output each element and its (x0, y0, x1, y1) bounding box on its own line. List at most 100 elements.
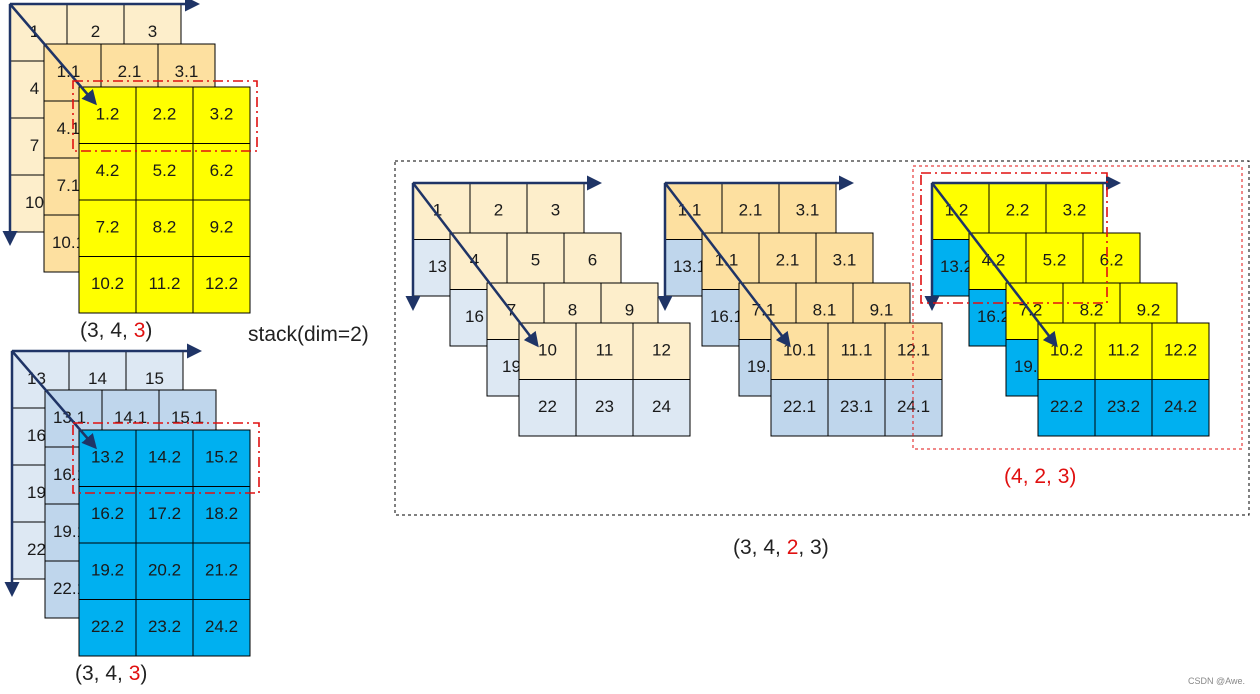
result-group-2-row0-cell (778, 182, 837, 240)
tensor-a-layer2-cell (192, 143, 251, 201)
result-group-3-row0-cell (1045, 182, 1104, 240)
tensor-a-layer2-cell (192, 86, 251, 144)
result-group-2-row0-text: 2.1 (739, 201, 763, 220)
tensor-b-layer2-text: 18.2 (205, 504, 238, 523)
result-group-3-row0-text: 3.2 (1063, 201, 1087, 220)
tensor-a-layer2-text: 6.2 (210, 161, 234, 180)
tensor-b-layer2-text: 17.2 (148, 504, 181, 523)
result-group-2-front-bottom-text: 22.1 (783, 397, 816, 416)
tensor-a-layer1-text: 2.1 (118, 62, 142, 81)
result-container-box (394, 160, 1250, 516)
group-3-outer-box (912, 165, 1243, 450)
tensor-a-layer2-cell (78, 256, 137, 314)
result-group-2-blue0-text: 13.1 (673, 257, 706, 276)
result-group-1-blue0-text: 13 (428, 257, 447, 276)
result-group-1-row1-cell (506, 232, 565, 290)
tensor-a-layer2-text: 5.2 (153, 161, 177, 180)
result-group-3-row1-text: 6.2 (1100, 251, 1124, 270)
operation-label: stack(dim=2) (248, 323, 369, 346)
tensor-a-layer1-text: 4.1 (57, 119, 81, 138)
result-group-1-front-bottom-text: 22 (538, 397, 557, 416)
tensor-b-layer2-text: 19.2 (91, 561, 124, 580)
result-group-3-blue0-text: 13.2 (940, 257, 973, 276)
result-group-2-blue1-text: 16.1 (710, 307, 743, 326)
result-group-1-row1-text: 4 (470, 251, 479, 270)
result-group-1-front-top-text: 10 (538, 341, 557, 360)
result-group-3-row1-cell (1082, 232, 1141, 290)
result-group-3-row0-cell (988, 182, 1047, 240)
result-group-1-row0-text: 3 (551, 201, 560, 220)
tensor-b-layer2-cell (192, 429, 251, 487)
result-group-3-front-bottom-cell (1151, 379, 1210, 437)
result-group-1-front-bottom-text: 24 (652, 397, 671, 416)
result-group-3-front-bottom-cell (1037, 379, 1096, 437)
tensor-a-layer2-text: 1.2 (96, 105, 120, 124)
tensor-b-layer0-text: 16 (27, 426, 46, 445)
result-group-1-front-top-text: 11 (596, 341, 614, 360)
result-group-2-row1-text: 2.1 (776, 251, 800, 270)
tensor-a-layer1-text: 10.1 (52, 233, 85, 252)
tensor-b-layer1-text: 16.1 (53, 465, 86, 484)
tensor-b-layer0-text: 15 (145, 369, 164, 388)
result-group-1-front-bottom-cell (575, 379, 634, 437)
tensor-b-layer2-text: 16.2 (91, 504, 124, 523)
tensor-a-layer2-cell (135, 86, 194, 144)
tensor-a-layer2-cell (135, 256, 194, 314)
tensor-a-layer2-text: 8.2 (153, 218, 177, 237)
result-group-3-front-top-cell (1094, 322, 1153, 380)
result-group-3-row2-text: 9.2 (1137, 301, 1161, 320)
result-group-2-row0-cell (721, 182, 780, 240)
result-group-1-front-bottom-cell (632, 379, 691, 437)
result-group-1-front-top-cell (575, 322, 634, 380)
tensor-b-layer0-text: 14 (88, 369, 107, 388)
tensor-a-layer1-text: 7.1 (57, 176, 81, 195)
result-group-1-row0-text: 1 (433, 201, 442, 220)
result-group-1-row1-cell (563, 232, 622, 290)
result-group-2-row1-text: 3.1 (833, 251, 857, 270)
result-group-1-row2-text: 9 (625, 301, 634, 320)
tensor-a-layer2-text: 4.2 (96, 161, 120, 180)
tensor-b-layer2-text: 22.2 (91, 617, 124, 636)
result-group-1-axis-diag-arrow (412, 182, 539, 348)
tensor-a-layer1-text: 3.1 (175, 62, 199, 81)
result-group-1-row1-text: 6 (588, 251, 597, 270)
result-group-3-row2-text: 8.2 (1080, 301, 1104, 320)
tensor-b-layer0-text: 19 (27, 483, 46, 502)
result-group-1-front-bottom-cell (518, 379, 577, 437)
tensor-b-layer2-cell (78, 486, 137, 544)
result-group-1-blue2-text: 19 (502, 357, 521, 376)
tensor-a-highlight-box (72, 80, 258, 152)
result-group-2-axis-diag-arrow (664, 182, 791, 348)
result-group-2-front-bottom-text: 24.1 (897, 397, 930, 416)
result-group-2-front-bottom-cell (770, 379, 829, 437)
tensor-b-layer2-text: 23.2 (148, 617, 181, 636)
tensor-a-axis-diag-arrow (9, 3, 97, 106)
tensor-b-layer2-text: 15.2 (205, 448, 238, 467)
result-group-1-row0-cell (469, 182, 528, 240)
result-group-1-front-top-text: 12 (652, 341, 671, 360)
tensor-b-layer1-text: 22.1 (53, 579, 86, 598)
tensor-b-layer1-text: 14.1 (114, 408, 147, 427)
tensor-b-layer0-text: 22 (27, 540, 46, 559)
tensor-b-highlight-box (72, 422, 260, 494)
tensor-b-layer2-cell (192, 542, 251, 600)
tensor-a-layer0-text: 3 (148, 22, 157, 41)
result-group-3-row0-text: 2.2 (1006, 201, 1030, 220)
tensor-b-layer2-text: 13.2 (91, 448, 124, 467)
result-group-1-front-bottom-text: 23 (595, 397, 614, 416)
tensor-a-layer0-text: 2 (91, 22, 100, 41)
result-group-2-row1-cell (758, 232, 817, 290)
result-group-1-blue1-text: 16 (465, 307, 484, 326)
tensor-b-layer2-cell (135, 429, 194, 487)
group-3-inner-box (920, 172, 1108, 304)
group-shape: (4, 2, 3) (1004, 465, 1076, 488)
tensor-b-layer1-text: 19.1 (53, 522, 86, 541)
result-group-3-front-bottom-cell (1094, 379, 1153, 437)
tensor-a-layer2-text: 10.2 (91, 274, 124, 293)
tensor-a-layer2-cell (192, 199, 251, 257)
result-group-3-blue1-text: 16.2 (977, 307, 1010, 326)
tensor-b-layer2-text: 14.2 (148, 448, 181, 467)
result-group-2-front-top-cell (827, 322, 886, 380)
result-group-2-row0-cell (664, 182, 723, 240)
